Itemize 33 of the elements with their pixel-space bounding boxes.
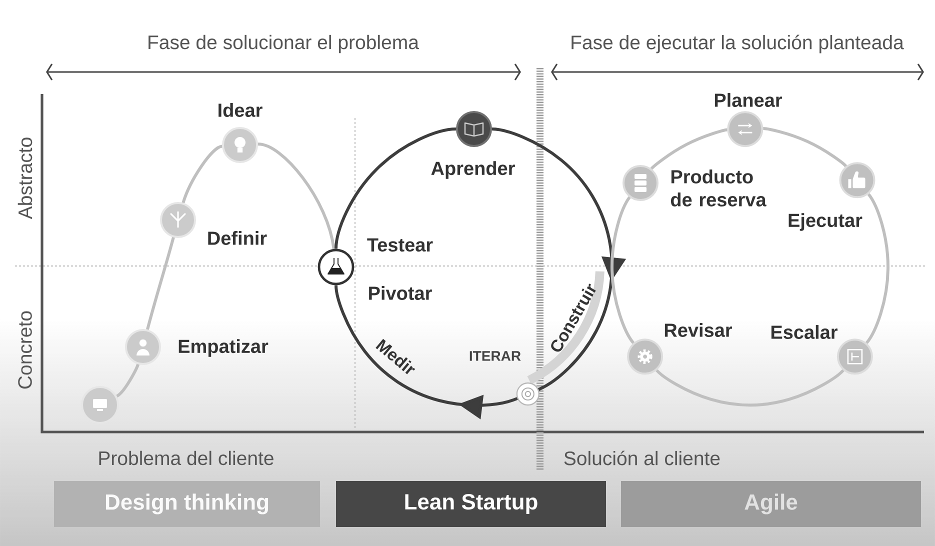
connector-line [650,128,728,170]
axis-label: Problema del cliente [99,450,274,466]
connector-line [610,196,635,344]
axis-label: Solución al cliente [564,450,720,466]
connector-line [334,128,456,249]
connector-line [656,369,844,406]
step-label: Definir [208,231,267,245]
phase-label: Fase de ejecutar la solución planteada [572,34,904,54]
step-label: Revisar [664,323,732,337]
step-label: Testear [367,238,433,252]
connector-line [258,142,336,250]
connector-line [146,237,175,330]
connector-line [182,144,222,204]
step-label: Producto de reserva [670,170,766,206]
step-label: Pivotar [369,286,432,300]
step-label: ITERAR [470,351,521,361]
axis-label: Concreto [18,311,32,389]
method-bar: Agile [621,481,921,527]
connector-line [763,126,847,168]
step-label: Aprender [431,161,515,179]
axis-label: Abstracto [18,138,32,220]
step-label: Empatizar [178,339,268,357]
step-label: Ejecutar [788,213,862,231]
connector-line [865,193,890,344]
method-bar: Lean Startup [336,481,606,527]
step-label: Escalar [771,325,838,339]
arrow [492,128,626,391]
arrow [334,285,518,420]
connector-line [116,364,140,398]
method-bar: Design thinking [54,481,320,527]
phase-label: Fase de solucionar el problema [148,34,419,54]
step-label: Planear [714,93,782,107]
step-label: Idear [218,103,262,117]
